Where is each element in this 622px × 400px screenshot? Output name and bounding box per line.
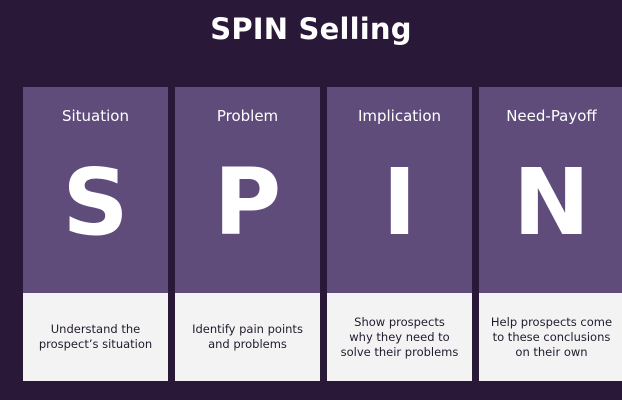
card-problem: Problem P Identify pain points and probl… — [175, 87, 320, 381]
card-need-payoff: Need-Payoff N Help prospects come to the… — [479, 87, 622, 381]
card-bottom-panel: Show prospects why they need to solve th… — [327, 293, 472, 381]
card-heading: Problem — [216, 107, 279, 125]
card-top-panel: Situation S — [23, 87, 168, 293]
card-letter: I — [382, 149, 417, 256]
page-title: SPIN Selling — [210, 12, 412, 46]
card-bottom-panel: Help prospects come to these conclusions… — [479, 293, 622, 381]
card-top-panel: Implication I — [327, 87, 472, 293]
card-heading: Situation — [61, 107, 129, 125]
card-description: Understand the prospect’s situation — [38, 322, 153, 351]
card-situation: Situation S Understand the prospect’s si… — [23, 87, 168, 381]
card-heading: Need-Payoff — [506, 107, 597, 125]
card-description: Show prospects why they need to solve th… — [340, 314, 459, 359]
card-implication: Implication I Show prospects why they ne… — [327, 87, 472, 381]
card-letter: S — [62, 149, 129, 256]
card-letter: N — [513, 149, 590, 256]
card-bottom-panel: Identify pain points and problems — [175, 293, 320, 381]
card-description: Help prospects come to these conclusions… — [490, 314, 613, 359]
card-top-panel: Problem P — [175, 87, 320, 293]
card-letter: P — [213, 149, 282, 256]
card-top-panel: Need-Payoff N — [479, 87, 622, 293]
card-bottom-panel: Understand the prospect’s situation — [23, 293, 168, 381]
card-description: Identify pain points and problems — [192, 322, 303, 351]
card-heading: Implication — [357, 107, 442, 125]
